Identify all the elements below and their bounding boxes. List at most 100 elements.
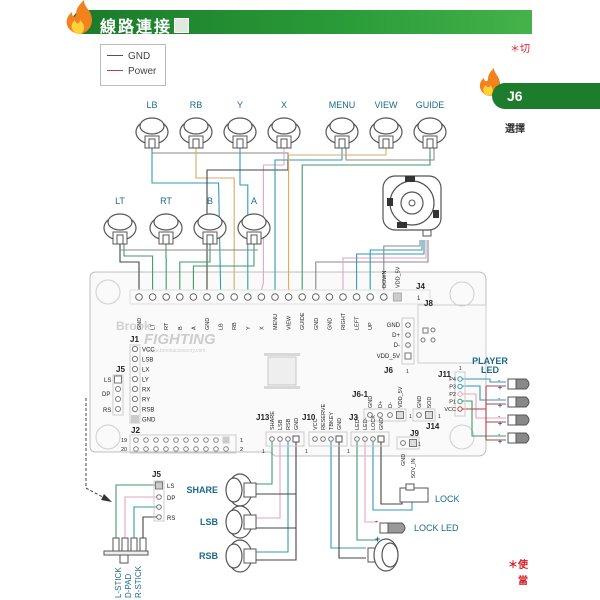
- j4-pin-label: GUIDE: [300, 312, 306, 330]
- j6-1-pin-label: GND: [368, 396, 374, 408]
- button-view[interactable]: VIEW: [369, 100, 403, 149]
- j14-pin-square: [425, 411, 433, 419]
- wire-selector-gnd: [142, 516, 157, 538]
- j4-pin-label: LT: [151, 323, 157, 330]
- switch-label-rstick: R-STICK: [134, 565, 143, 598]
- wire-selector-ls: [115, 484, 157, 538]
- j3-pin: [370, 436, 376, 442]
- j4-pin1: 1: [417, 296, 421, 302]
- j6-1-pin-label: VDD_5V: [398, 386, 404, 408]
- button-terminal: [338, 138, 346, 149]
- player-led-title-2: LED: [481, 365, 500, 375]
- j9-pin1: 1: [418, 442, 421, 448]
- j5-pin-square: [114, 375, 122, 384]
- arrow-head-icon: [101, 494, 112, 502]
- j4-pin-label: Y: [246, 326, 252, 330]
- wire-selector-dp: [124, 496, 157, 538]
- button-share[interactable]: SHARE: [186, 473, 257, 507]
- button-rt[interactable]: RT: [149, 196, 183, 245]
- button-b[interactable]: B: [193, 196, 227, 245]
- button-rb[interactable]: RB: [179, 100, 213, 149]
- j4-pin-square: [392, 292, 402, 302]
- button-lsb[interactable]: LSB: [200, 505, 257, 539]
- button-cap: [153, 213, 179, 231]
- button-terminal-block: [243, 548, 257, 564]
- button-cap: [225, 543, 243, 569]
- button-y[interactable]: Y: [223, 100, 257, 149]
- button-x[interactable]: X: [267, 100, 301, 149]
- wire-selector-rs: [133, 506, 157, 538]
- button-menu[interactable]: MENU: [325, 100, 359, 149]
- wire-view: [288, 148, 387, 290]
- j2-num: 20: [121, 447, 127, 453]
- usb-pad: [420, 337, 426, 343]
- selector-j5-label: J5: [152, 470, 161, 479]
- switch-label-lstick: L-STICK: [114, 567, 123, 598]
- j10-pin-label: RESERVE: [321, 403, 327, 430]
- button-terminal: [162, 234, 170, 245]
- j1-pin-label: RY: [142, 398, 150, 404]
- j1-pin-label: LY: [142, 378, 149, 384]
- j1-pin-label: GND: [142, 418, 156, 424]
- button-rsb[interactable]: RSB: [199, 539, 257, 573]
- j4-pin: [312, 293, 320, 301]
- j6-section-label: J6: [507, 88, 523, 104]
- j14-label: J14: [426, 422, 440, 431]
- j11-pin-label: P4: [449, 377, 456, 383]
- button-label: LSB: [200, 517, 219, 527]
- wire-gnd-joy: [315, 240, 429, 290]
- j3-label: J3: [349, 413, 358, 422]
- button-lb[interactable]: LB: [135, 100, 169, 149]
- j5-header: [112, 374, 124, 416]
- j10-pin-square: [335, 435, 343, 443]
- j11-pin-label: P1: [449, 400, 456, 406]
- wire-p3: [462, 385, 506, 401]
- led-plus: +: [498, 403, 502, 410]
- gnd-bus-top-right: [345, 148, 435, 161]
- j9-pin: [400, 440, 406, 446]
- j2-pin: [133, 446, 139, 452]
- player-led-title-1: PLAYER: [472, 356, 508, 366]
- button-cap: [225, 509, 243, 535]
- wire-side-gnd: [256, 442, 297, 561]
- joystick: [382, 175, 442, 237]
- j11-header: [454, 371, 466, 417]
- j2-pin: [203, 437, 209, 443]
- button-a[interactable]: A: [237, 196, 271, 245]
- j6-section-tab: [492, 83, 600, 109]
- button-lt[interactable]: LT: [103, 196, 137, 245]
- button-turbo[interactable]: [367, 538, 399, 572]
- button-terminal: [236, 138, 244, 149]
- button-guide[interactable]: GUIDE: [413, 100, 447, 149]
- led-plus: +: [498, 439, 502, 446]
- j2-pin: [193, 446, 199, 452]
- wire-left: [356, 240, 425, 290]
- j11-pin-label: VCC: [444, 407, 456, 413]
- j6-1-pin-label: D-: [388, 402, 394, 408]
- j6-label: J6: [384, 366, 393, 375]
- j13-pin-label: GND: [294, 418, 300, 430]
- j6-pin-square: [404, 352, 412, 360]
- j6-1-header: [363, 408, 407, 422]
- wire-a: [192, 244, 255, 290]
- led-bulb: [515, 396, 530, 408]
- side-section-text: 選擇: [505, 124, 525, 135]
- j13-label: J13: [256, 413, 270, 422]
- button-label: GUIDE: [416, 100, 445, 110]
- j2-pin: [223, 446, 229, 452]
- power-line-swatch: [107, 70, 123, 71]
- button-cap: [329, 117, 355, 135]
- led-minus: -: [498, 378, 501, 385]
- gnd-bus-top: [151, 148, 289, 160]
- j5-pin-label: LS: [104, 378, 111, 384]
- j4-pin-label: VIEW: [287, 315, 293, 330]
- j4-pin: [284, 293, 293, 301]
- button-label: MENU: [329, 100, 356, 110]
- wire-p4: [462, 378, 506, 383]
- lock-led-label: LOCK LED: [414, 523, 459, 533]
- wire-lsb: [256, 442, 281, 519]
- page-title: 線路連接: [100, 13, 190, 37]
- j11-pin: [457, 406, 463, 412]
- led-base: [507, 414, 517, 426]
